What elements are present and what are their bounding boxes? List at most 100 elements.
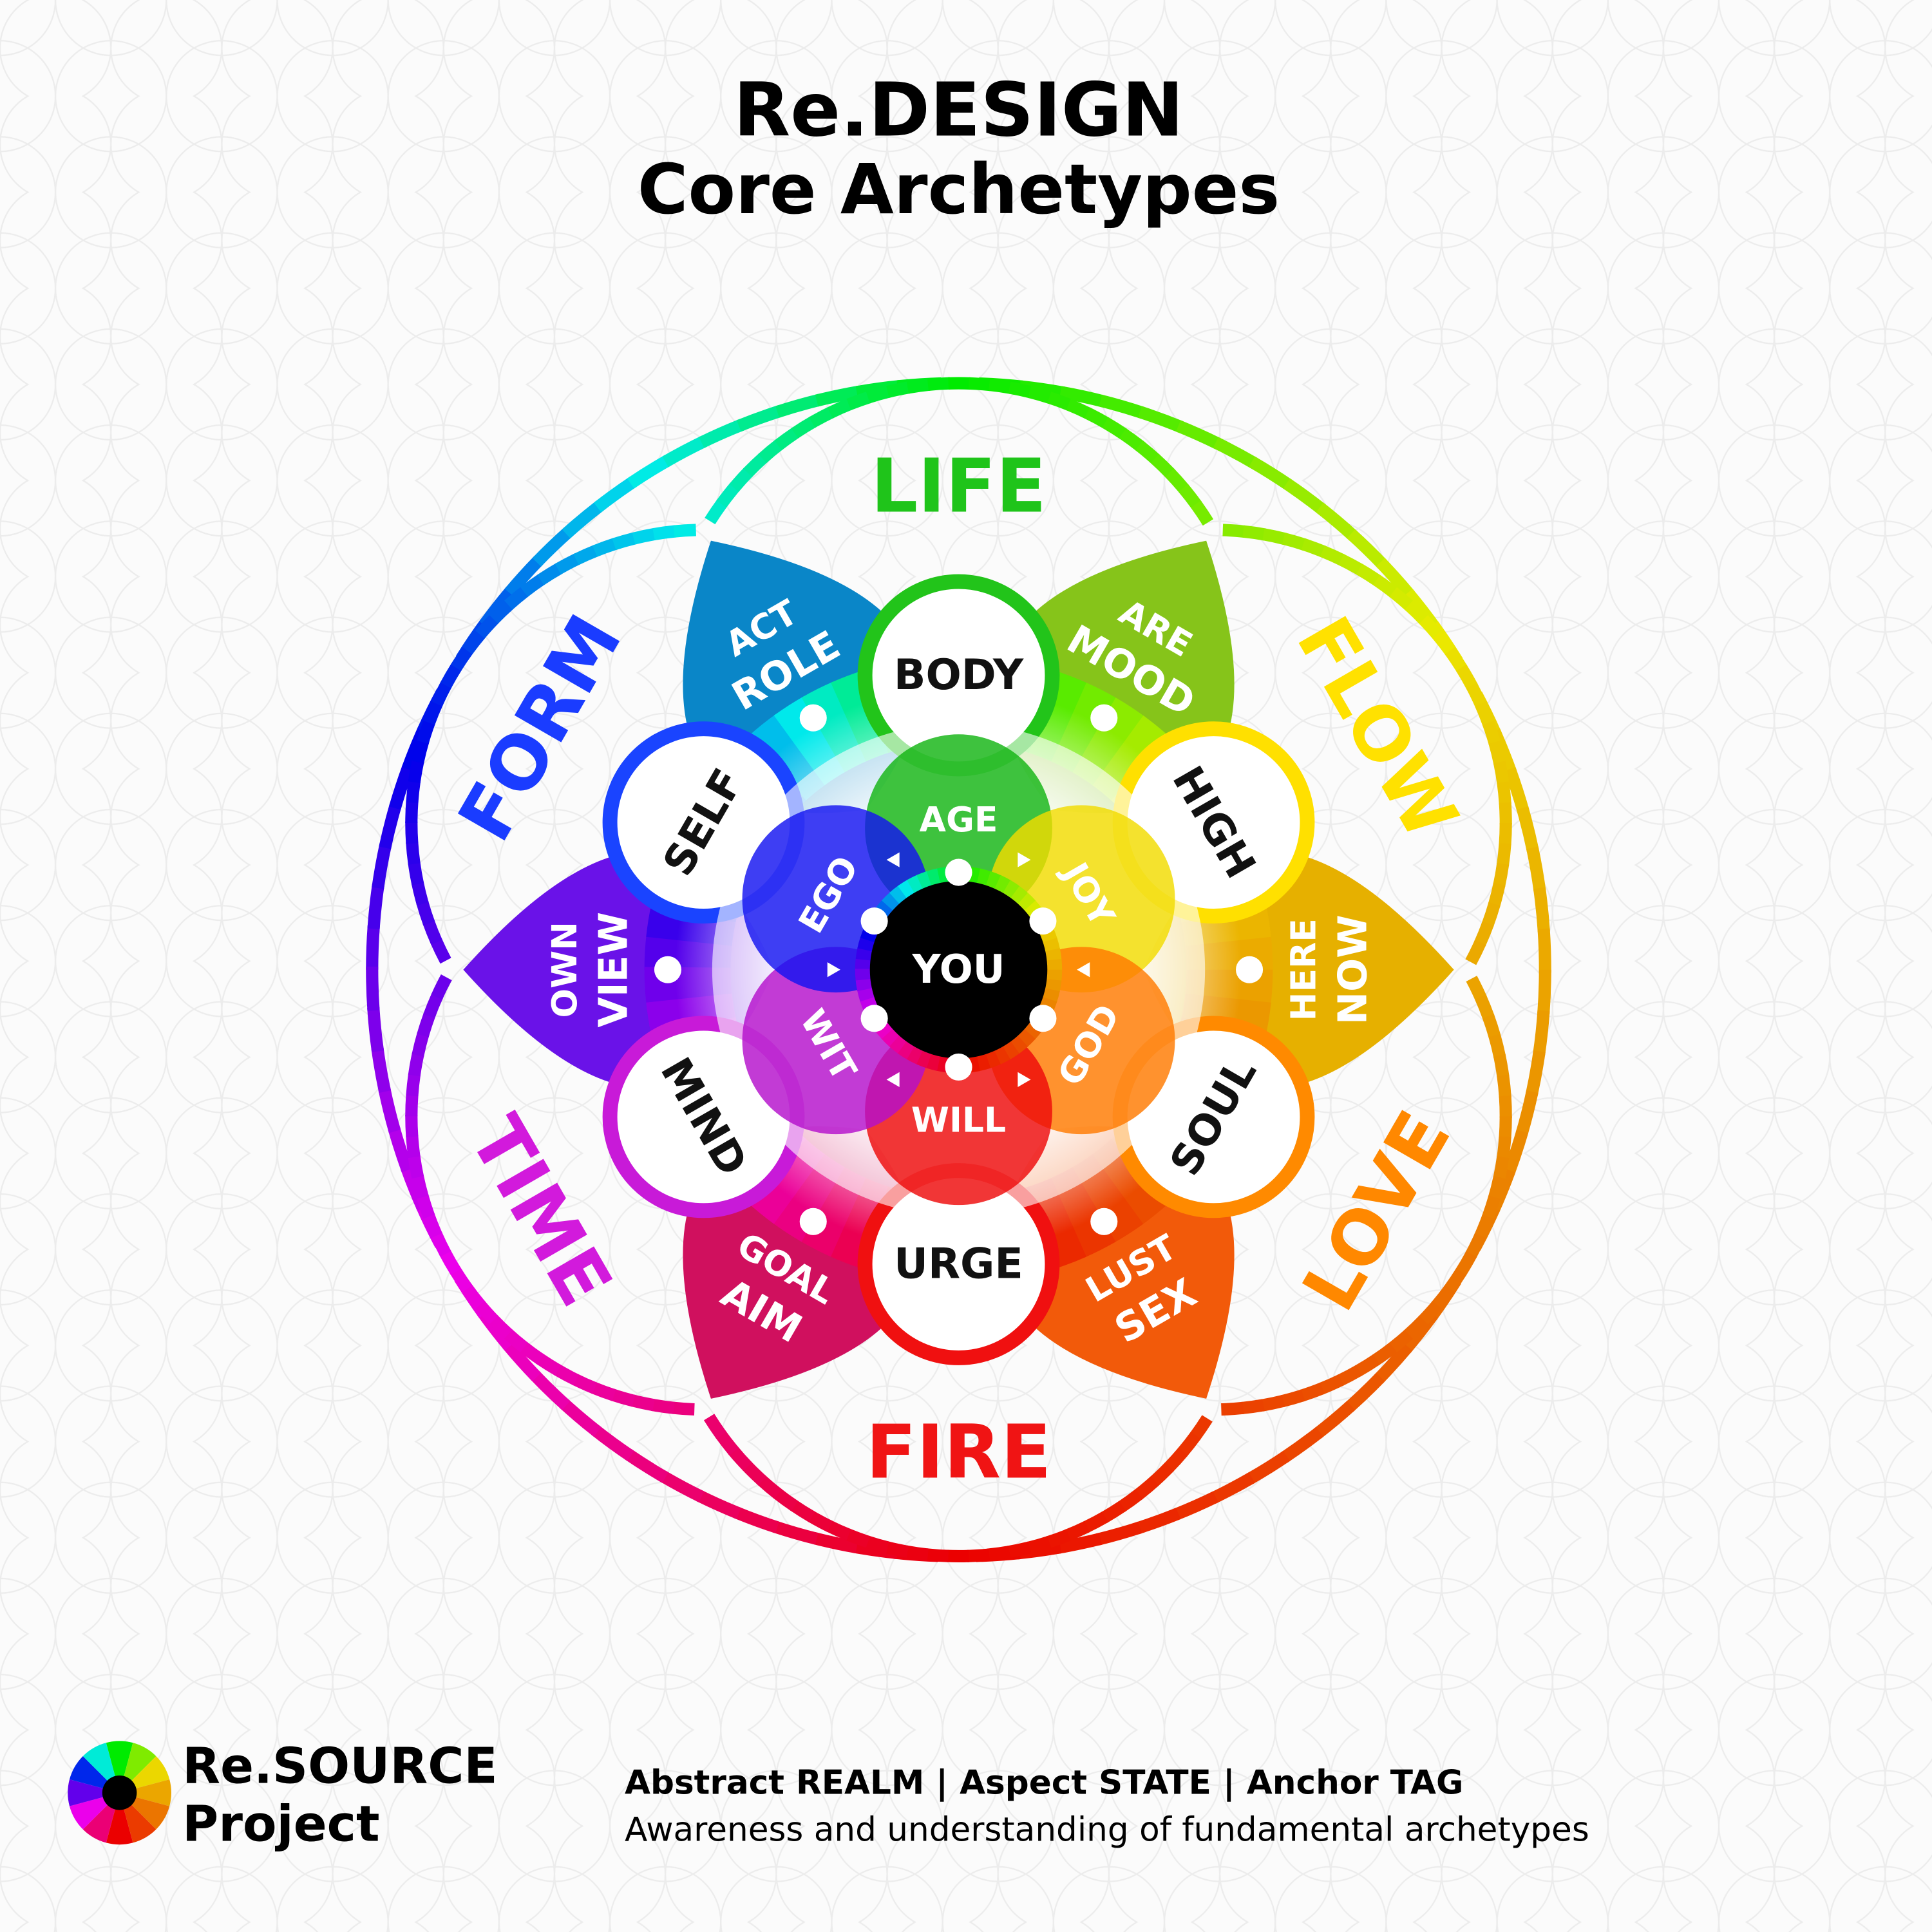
seed-arc-segment	[845, 1528, 870, 1548]
seed-arc-segment	[1482, 1014, 1501, 1039]
seed-arc-segment	[1191, 500, 1214, 526]
triangle-icon	[1077, 962, 1090, 978]
seed-arc-segment	[884, 1541, 909, 1558]
seed-arc-segment	[592, 538, 618, 557]
center-ring-segment	[977, 868, 992, 886]
center-ring-segment	[896, 1041, 914, 1059]
outer-ring-segment	[372, 843, 392, 889]
seed-arc-segment	[1047, 392, 1072, 411]
seed-arc-segment	[1481, 1195, 1501, 1220]
center-ring-segment	[855, 958, 871, 970]
band-dot	[1090, 1208, 1118, 1235]
aspect-label-urge: URGE	[894, 1240, 1023, 1289]
center-dot	[945, 858, 972, 886]
seed-arc-segment	[1488, 1034, 1506, 1059]
center-ring-segment	[882, 892, 900, 911]
seed-arc-segment	[1474, 1214, 1494, 1240]
center-ring-segment	[898, 879, 915, 898]
seed-arc-segment	[417, 1012, 436, 1037]
seed-arc-segment	[1493, 863, 1510, 887]
seed-arc-segment	[411, 881, 429, 906]
seed-arc-segment	[866, 385, 891, 404]
seed-arc-segment	[703, 1414, 726, 1439]
outer-ring-segment	[1537, 928, 1551, 973]
seed-arc-segment	[886, 381, 911, 398]
seed-arc-segment	[423, 993, 443, 1019]
seed-arc-segment	[1499, 802, 1512, 825]
title-line-1: Re.DESIGN	[734, 67, 1184, 153]
seed-arc-segment	[989, 379, 1012, 394]
seed-arc-segment	[632, 527, 657, 545]
center-ring-segment	[1046, 969, 1063, 981]
seed-arc-segment	[408, 759, 424, 784]
band-dot	[654, 956, 682, 983]
seed-arc-segment	[1475, 701, 1495, 726]
seed-arc-segment	[1242, 525, 1267, 541]
seed-arc-segment	[411, 1174, 429, 1199]
seed-arc-segment	[1027, 1536, 1052, 1554]
brand-line-2: Project	[182, 1795, 379, 1853]
band-dot	[799, 1208, 827, 1235]
seed-arc-segment	[1499, 1116, 1512, 1139]
seed-arc-segment	[630, 1394, 655, 1412]
center-dot	[1029, 1005, 1057, 1032]
seed-arc-segment	[406, 1073, 421, 1097]
outer-ring-segment	[1537, 969, 1551, 1014]
center-ring-segment	[888, 1035, 907, 1054]
center-dot	[945, 1053, 972, 1081]
seed-arc-segment	[1320, 545, 1345, 566]
band-dot	[1090, 704, 1118, 732]
center-ring-segment	[985, 1050, 1001, 1069]
seed-arc-segment	[1008, 381, 1033, 399]
center-ring-segment	[1045, 948, 1062, 961]
petal-label-view: VIEW	[591, 912, 636, 1028]
logo-segment	[68, 1779, 120, 1806]
seed-arc-segment	[1488, 882, 1506, 907]
seed-arc-segment	[969, 377, 992, 392]
band-dot	[799, 704, 827, 732]
seed-arc-segment	[1301, 538, 1327, 558]
center-ring-segment	[881, 1028, 900, 1047]
seed-arc-segment	[1499, 823, 1512, 846]
center-ring-segment	[889, 885, 907, 904]
seed-arc-segment	[673, 524, 696, 538]
seed-arc-segment	[1241, 1399, 1265, 1415]
seed-arc-segment	[1262, 528, 1287, 545]
outer-ring-segment	[1526, 846, 1546, 893]
center-ring-segment	[925, 1054, 941, 1071]
petal-label-here: HERE	[1283, 918, 1324, 1021]
seed-arc-segment	[1497, 781, 1511, 805]
aspect-label-body: BODY	[894, 651, 1024, 699]
triangle-icon	[1018, 1072, 1031, 1088]
center-ring-segment	[1017, 1028, 1036, 1048]
triangle-icon	[886, 852, 900, 867]
seed-arc-segment	[1282, 532, 1307, 551]
center-ring-segment	[915, 1050, 932, 1068]
seed-arc-segment	[1481, 902, 1501, 927]
seed-arc-segment	[422, 1213, 442, 1238]
seed-arc-segment	[1493, 1054, 1510, 1078]
footer: Re.SOURCE Project Abstract REALM | Aspec…	[68, 1738, 1589, 1853]
center-circle	[869, 880, 1048, 1059]
seed-arc-segment	[652, 525, 676, 541]
seed-arc-segment	[1496, 1136, 1511, 1160]
seed-arc-segment	[1318, 1374, 1344, 1395]
seed-arc-segment	[1222, 524, 1245, 538]
seed-arc-segment	[573, 545, 599, 565]
seed-arc-segment	[612, 532, 637, 551]
center-ring-segment	[857, 987, 875, 1002]
outer-ring-segment	[366, 925, 380, 970]
center-dot	[860, 907, 888, 935]
seed-arc-segment	[1493, 761, 1510, 785]
center-ring-segment	[857, 936, 875, 952]
outer-ring-segment	[1525, 1050, 1546, 1096]
seed-arc-segment	[408, 1052, 424, 1077]
outer-ring-segment	[371, 1047, 392, 1094]
petal-label-now: NOW	[1330, 914, 1376, 1025]
state-label-will: WILL	[911, 1100, 1006, 1141]
center-ring-segment	[855, 978, 872, 992]
seed-arc-segment	[423, 699, 443, 725]
seed-arc-segment	[1066, 399, 1092, 419]
seed-arc-segment	[416, 900, 435, 926]
center-ring-segment	[1003, 880, 1021, 899]
